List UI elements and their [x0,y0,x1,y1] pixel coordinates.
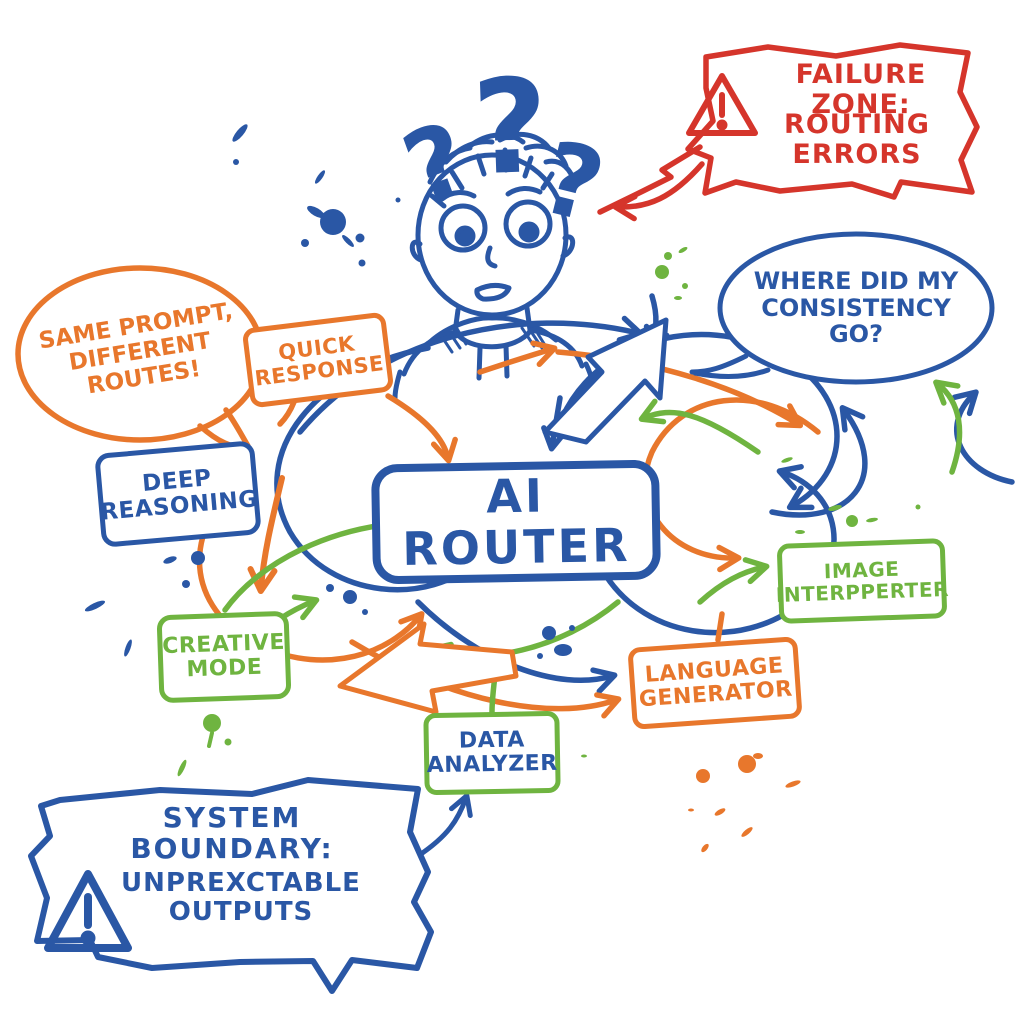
node-deep-reasoning: DEEP REASONING [94,440,262,548]
system-boundary-title: SYSTEM BOUNDARY: [130,800,334,865]
node-ai-router: AI ROUTER [370,459,662,585]
failure-arrow [612,161,705,222]
consistency-bubble-outline [689,231,995,385]
ink-splatters-blue [84,124,575,659]
hollow-arrow-to-bubble [542,317,669,445]
failure-zone-callout-outline [597,42,980,222]
warning-triangle-icon [44,870,132,952]
consistency-bubble-text: WHERE DID MY CONSISTENCY GO? [753,266,959,349]
system-boundary-subtitle: UNPREXCTABLE OUTPUTS [121,867,361,927]
node-data-analyzer: DATA ANALYZER [423,710,561,796]
warning-triangle-icon [686,73,758,136]
hollow-arrow-left [337,621,519,715]
failure-zone-line2: ROUTING ERRORS [784,108,930,170]
system-boundary-callout-outline [28,777,434,994]
node-language-generator: LANGUAGE GENERATOR [627,636,803,730]
ink-splatters-orange [688,753,801,853]
question-mark-icon: ? [470,50,551,205]
failure-zone-line1: FAILURE ZONE: [795,58,927,120]
ink-splatters-green [177,246,921,777]
node-creative-mode: CREATIVE MODE [156,610,292,704]
node-image-interpreter: IMAGE INTERPPERTER [775,538,949,624]
question-mark-icon: ? [389,99,484,229]
